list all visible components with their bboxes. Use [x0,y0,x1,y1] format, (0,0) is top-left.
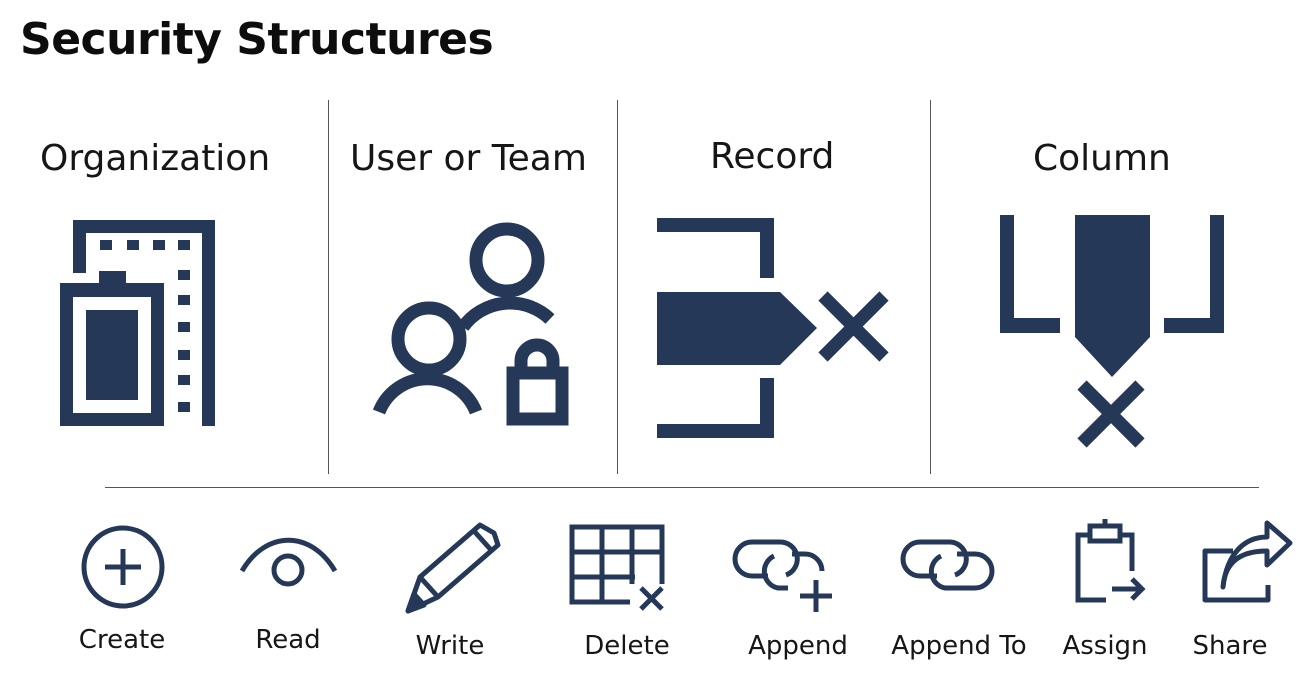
divider-vertical-3 [930,100,931,474]
record-delete-icon [657,218,889,438]
write-pencil-icon [405,522,501,614]
category-label-column: Column [1033,138,1171,179]
page-title: Security Structures [20,14,494,65]
permission-label-append: Append [748,631,848,661]
divider-horizontal [105,487,1259,488]
create-plus-icon [81,525,165,609]
permission-label-delete: Delete [584,631,670,661]
append-to-link-icon [900,539,995,591]
read-eye-icon [239,537,338,587]
user-team-lock-icon [372,222,569,426]
category-label-user-or-team: User or Team [350,138,587,179]
permission-label-write: Write [415,631,485,661]
column-delete-icon [1000,215,1224,448]
permission-label-assign: Assign [1062,631,1148,661]
append-link-icon [732,539,832,612]
organization-building-icon [60,220,215,426]
divider-vertical-1 [328,100,329,474]
permission-label-append-to: Append To [891,631,1027,661]
share-arrow-icon [1202,520,1293,603]
delete-table-icon [569,524,665,611]
permission-label-read: Read [255,625,321,655]
assign-clipboard-icon [1075,519,1146,603]
category-label-organization: Organization [40,138,271,179]
divider-vertical-2 [617,100,618,474]
category-label-record: Record [710,136,835,177]
permission-label-create: Create [78,625,166,655]
permission-label-share: Share [1192,631,1268,661]
